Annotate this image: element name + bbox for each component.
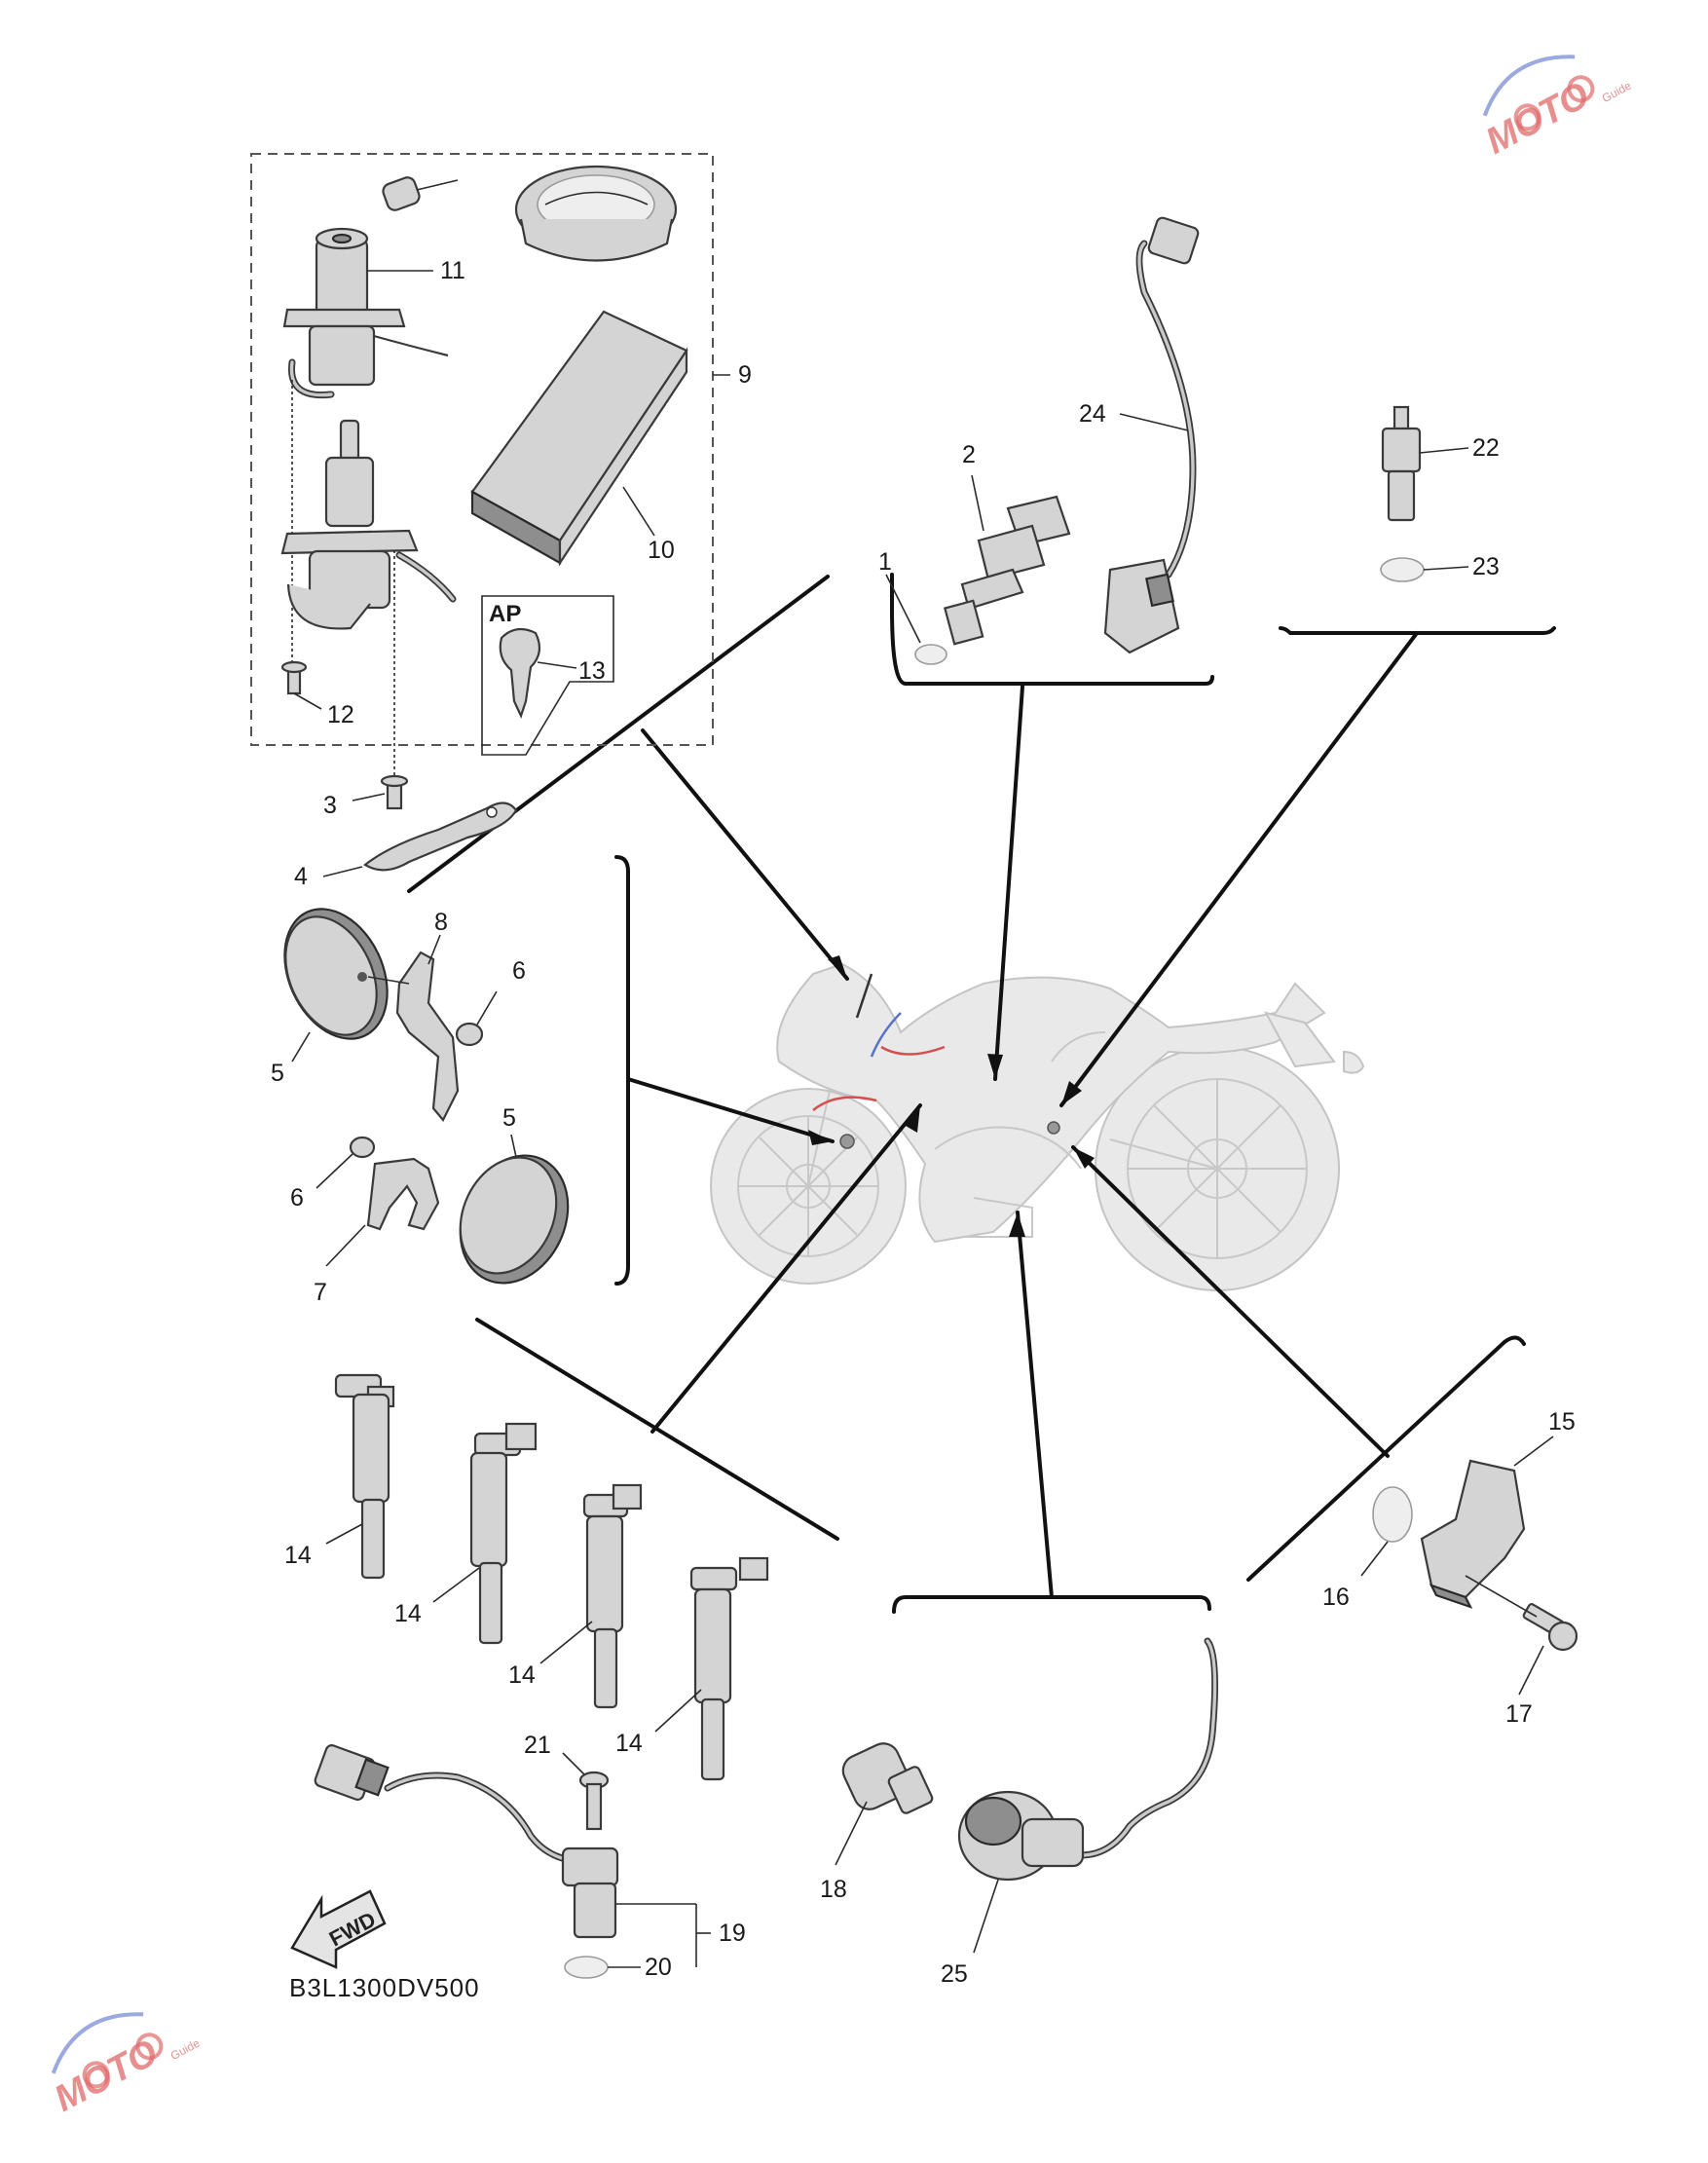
callout-10: 10 — [648, 537, 675, 564]
watermark-subtext: Guide — [1600, 79, 1634, 106]
callout-14-2: 14 — [394, 1600, 422, 1627]
callout-1: 1 — [878, 548, 892, 576]
callout-15: 15 — [1548, 1408, 1576, 1436]
callout-18: 18 — [820, 1876, 847, 1903]
callouts: 1 2 3 4 5 5 6 6 7 8 9 10 11 12 13 14 14 … — [271, 257, 1576, 1988]
part-14-ignition-coil-2[interactable] — [432, 1422, 538, 1645]
part-4-bracket[interactable] — [322, 802, 518, 877]
callout-22: 22 — [1472, 434, 1500, 462]
callout-4: 4 — [294, 863, 308, 890]
part-2-sensor[interactable] — [943, 474, 1071, 646]
ap-label: AP — [489, 601, 521, 627]
part-5-cover-lower[interactable] — [440, 1134, 588, 1301]
part-11-steering-lock[interactable] — [282, 227, 449, 662]
callout-20: 20 — [645, 1954, 672, 1981]
callout-3: 3 — [323, 792, 337, 819]
part-20-o-ring[interactable] — [564, 1956, 641, 1979]
callout-14-1: 14 — [284, 1542, 312, 1569]
part-fuel-cap — [514, 165, 678, 262]
part-21-bolt[interactable] — [562, 1752, 610, 1831]
part-6-nut-lower[interactable] — [316, 1136, 376, 1189]
callout-24: 24 — [1079, 400, 1106, 428]
part-3-bolt[interactable] — [352, 774, 409, 810]
part-12-screw[interactable] — [280, 660, 322, 710]
ap-box — [481, 595, 614, 756]
part-14-ignition-coil-1[interactable] — [325, 1373, 395, 1580]
callout-17: 17 — [1505, 1700, 1533, 1728]
callout-5-upper: 5 — [271, 1060, 284, 1087]
callout-5-lower: 5 — [502, 1104, 516, 1132]
part-14-ignition-coil-3[interactable] — [539, 1483, 643, 1709]
part-13-key[interactable] — [499, 627, 577, 719]
part-25-sensor-harness[interactable] — [957, 1637, 1219, 1954]
part-10-ecu[interactable] — [470, 310, 688, 567]
callout-9: 9 — [738, 361, 752, 389]
part-22-sensor[interactable] — [1381, 405, 1469, 522]
callout-12: 12 — [327, 701, 354, 728]
part-7-bracket-lower[interactable] — [325, 1157, 440, 1267]
watermark-text: MOTO — [1479, 75, 1596, 163]
callout-8: 8 — [434, 909, 448, 936]
callout-13: 13 — [578, 657, 606, 685]
part-17-bolt[interactable] — [1465, 1575, 1578, 1696]
watermark-top-right: MOTO Guide — [1479, 55, 1634, 163]
part-16-o-ring[interactable] — [1360, 1486, 1413, 1577]
drawing-code: B3L1300DV500 — [289, 1973, 480, 2002]
callout-11: 11 — [440, 257, 465, 284]
part-18-sensor[interactable] — [835, 1738, 934, 1866]
part-14-ignition-coil-4[interactable] — [654, 1556, 769, 1781]
callout-7: 7 — [314, 1279, 327, 1306]
callout-19: 19 — [719, 1920, 746, 1947]
watermark-subtext: Guide — [168, 2036, 203, 2064]
part-connector-plug — [382, 176, 459, 211]
fwd-arrow-icon: FWD — [290, 1889, 387, 1969]
part-23-washer[interactable] — [1380, 557, 1469, 582]
group-connector-lines — [407, 573, 1556, 1614]
watermark-text: MOTO — [48, 2032, 165, 2120]
part-15-sensor[interactable] — [1420, 1436, 1554, 1609]
callout-23: 23 — [1472, 553, 1500, 580]
part-main-switch — [280, 419, 457, 779]
callout-6-upper: 6 — [512, 957, 526, 985]
callout-16: 16 — [1322, 1584, 1350, 1611]
callout-14-3: 14 — [508, 1661, 536, 1689]
part-24-harness-sensor[interactable] — [1103, 216, 1200, 654]
callout-21: 21 — [524, 1732, 551, 1759]
callout-25: 25 — [941, 1960, 968, 1988]
callout-2: 2 — [962, 441, 976, 468]
part-5-cover-upper[interactable] — [265, 892, 407, 1063]
part-1-o-ring[interactable] — [885, 574, 947, 665]
part-8-bracket-upper[interactable] — [367, 934, 460, 1122]
callout-6-lower: 6 — [290, 1184, 304, 1212]
part-19-crank-sensor[interactable] — [314, 1743, 711, 1967]
callout-14-4: 14 — [615, 1730, 643, 1757]
watermark-bottom-left: MOTO Guide — [48, 2012, 203, 2120]
fairing — [776, 962, 1326, 1244]
part-6-nut-upper[interactable] — [455, 990, 498, 1047]
